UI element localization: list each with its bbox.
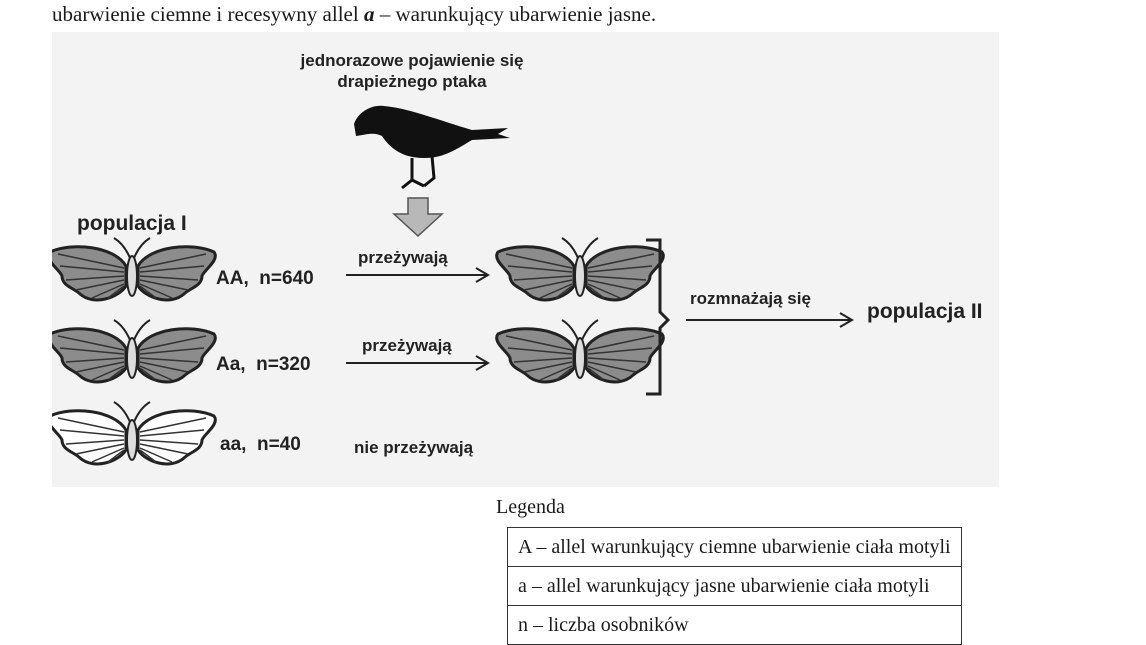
bird-icon xyxy=(354,105,510,190)
count-label: n=640 xyxy=(259,268,314,289)
selection-diagram: jednorazowe pojawienie się drapieżnego p… xyxy=(52,32,999,487)
genotype-row-3: aa, n=40 xyxy=(220,434,301,456)
legend-row: n – liczba osobników xyxy=(507,605,962,645)
fate-label-3: nie przeżywają xyxy=(354,438,474,457)
legend-row: A – allel warunkujący ciemne ubarwienie … xyxy=(507,527,962,567)
bracket-icon xyxy=(646,238,671,396)
predator-line-1: jednorazowe pojawienie się xyxy=(300,51,524,70)
genotype-label: aa, xyxy=(220,434,247,455)
down-arrow-icon xyxy=(392,197,444,238)
intro-text: ubarwienie ciemne i recesywny allel a – … xyxy=(52,2,656,27)
intro-post: – warunkujący ubarwienie jasne. xyxy=(374,2,657,26)
predator-line-2: drapieżnego ptaka xyxy=(337,72,487,91)
butterfly-dark-AA xyxy=(52,236,217,302)
predator-caption: jednorazowe pojawienie się drapieżnego p… xyxy=(262,50,562,92)
count-label: n=320 xyxy=(256,354,311,375)
population-2-label: populacja II xyxy=(867,300,983,323)
butterfly-dark-Aa xyxy=(52,318,217,384)
intro-allele: a xyxy=(363,2,375,26)
legend-row: a – allel warunkujący jasne ubarwienie c… xyxy=(507,566,962,606)
count-label: n=40 xyxy=(256,434,301,455)
intro-pre: ubarwienie ciemne i recesywny allel xyxy=(52,2,364,26)
legend-entry: A – allel warunkujący ciemne ubarwienie … xyxy=(507,527,962,567)
diagram-graphics xyxy=(52,105,854,466)
genotype-row-1: AA, n=640 xyxy=(216,268,314,290)
butterfly-light-aa xyxy=(52,400,217,466)
legend-entry: a – allel warunkujący jasne ubarwienie c… xyxy=(507,566,962,606)
genotype-label: AA, xyxy=(216,268,249,289)
genotype-label: Aa, xyxy=(216,354,246,375)
reproduce-label: rozmnażają się xyxy=(690,289,811,308)
population-1-label: populacja I xyxy=(77,212,187,235)
fate-label-1: przeżywają xyxy=(358,248,448,267)
legend-entry: n – liczba osobników xyxy=(507,605,962,645)
genotype-row-2: Aa, n=320 xyxy=(216,354,311,376)
legend-title: Legenda xyxy=(496,496,565,518)
legend-table: A – allel warunkujący ciemne ubarwienie … xyxy=(507,527,962,645)
fate-label-2: przeżywają xyxy=(362,336,452,355)
butterfly-survivor-1 xyxy=(495,236,665,302)
butterfly-survivor-2 xyxy=(495,318,665,384)
survive-arrows xyxy=(346,267,854,371)
